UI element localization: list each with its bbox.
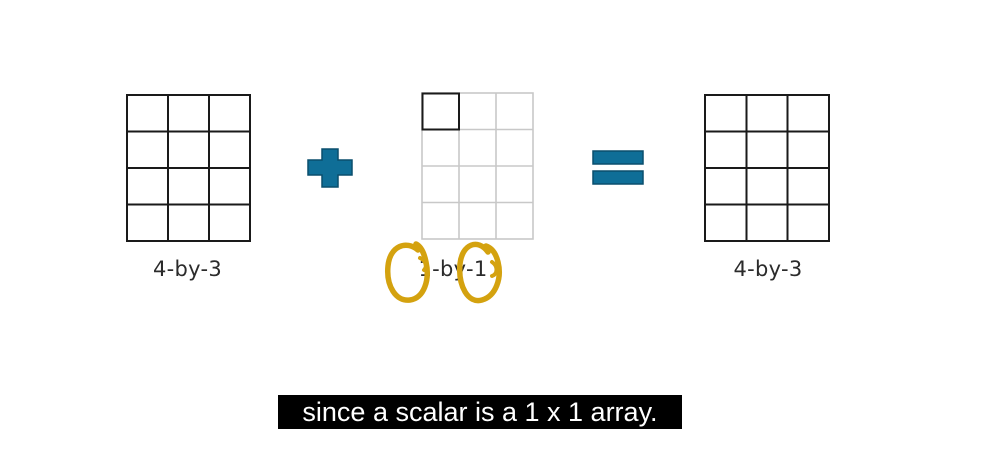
left-matrix-grid (126, 94, 251, 242)
equals-icon (592, 150, 644, 185)
subtitle-caption: since a scalar is a 1 x 1 array. (278, 395, 682, 429)
middle-matrix-grid (421, 92, 534, 240)
right-matrix-label: 4-by-3 (733, 257, 803, 281)
right-matrix-grid (704, 94, 830, 242)
left-matrix-label: 4-by-3 (152, 257, 223, 281)
middle-matrix-label: 1-by-1 (418, 257, 488, 281)
plus-icon (307, 148, 353, 188)
scalar-highlight-cell (421, 92, 460, 131)
annotation-circles-icon (385, 241, 502, 304)
